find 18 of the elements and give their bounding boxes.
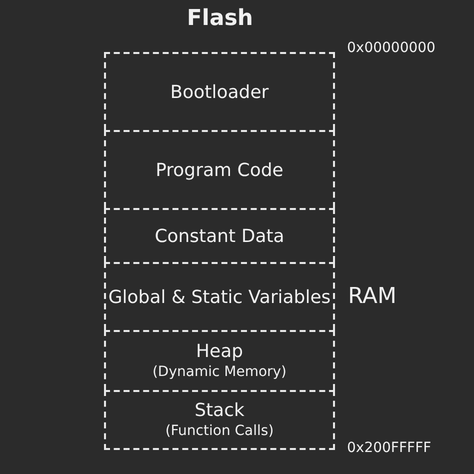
segment-note: (Dynamic Memory) [152, 363, 287, 382]
segment-name: Program Code [156, 158, 284, 182]
segment-note: (Function Calls) [165, 422, 274, 441]
address-label: 0x200FFFFF [347, 440, 432, 456]
segment-name: Heap [196, 340, 244, 363]
segment-name: Constant Data [154, 224, 284, 248]
memory-segment [104, 130, 335, 208]
title: Flash [186, 6, 254, 31]
region-label: RAM [348, 284, 396, 309]
memory-segment [104, 390, 335, 450]
segment-name: Global & Static Variables [108, 286, 331, 308]
address-label: 0x00000000 [347, 40, 436, 56]
segment-name: Stack [194, 399, 244, 422]
memory-segment [104, 262, 335, 330]
segment-name: Bootloader [170, 80, 269, 104]
memory-segment [104, 52, 335, 130]
memory-segment [104, 330, 335, 390]
memory-segment [104, 208, 335, 262]
